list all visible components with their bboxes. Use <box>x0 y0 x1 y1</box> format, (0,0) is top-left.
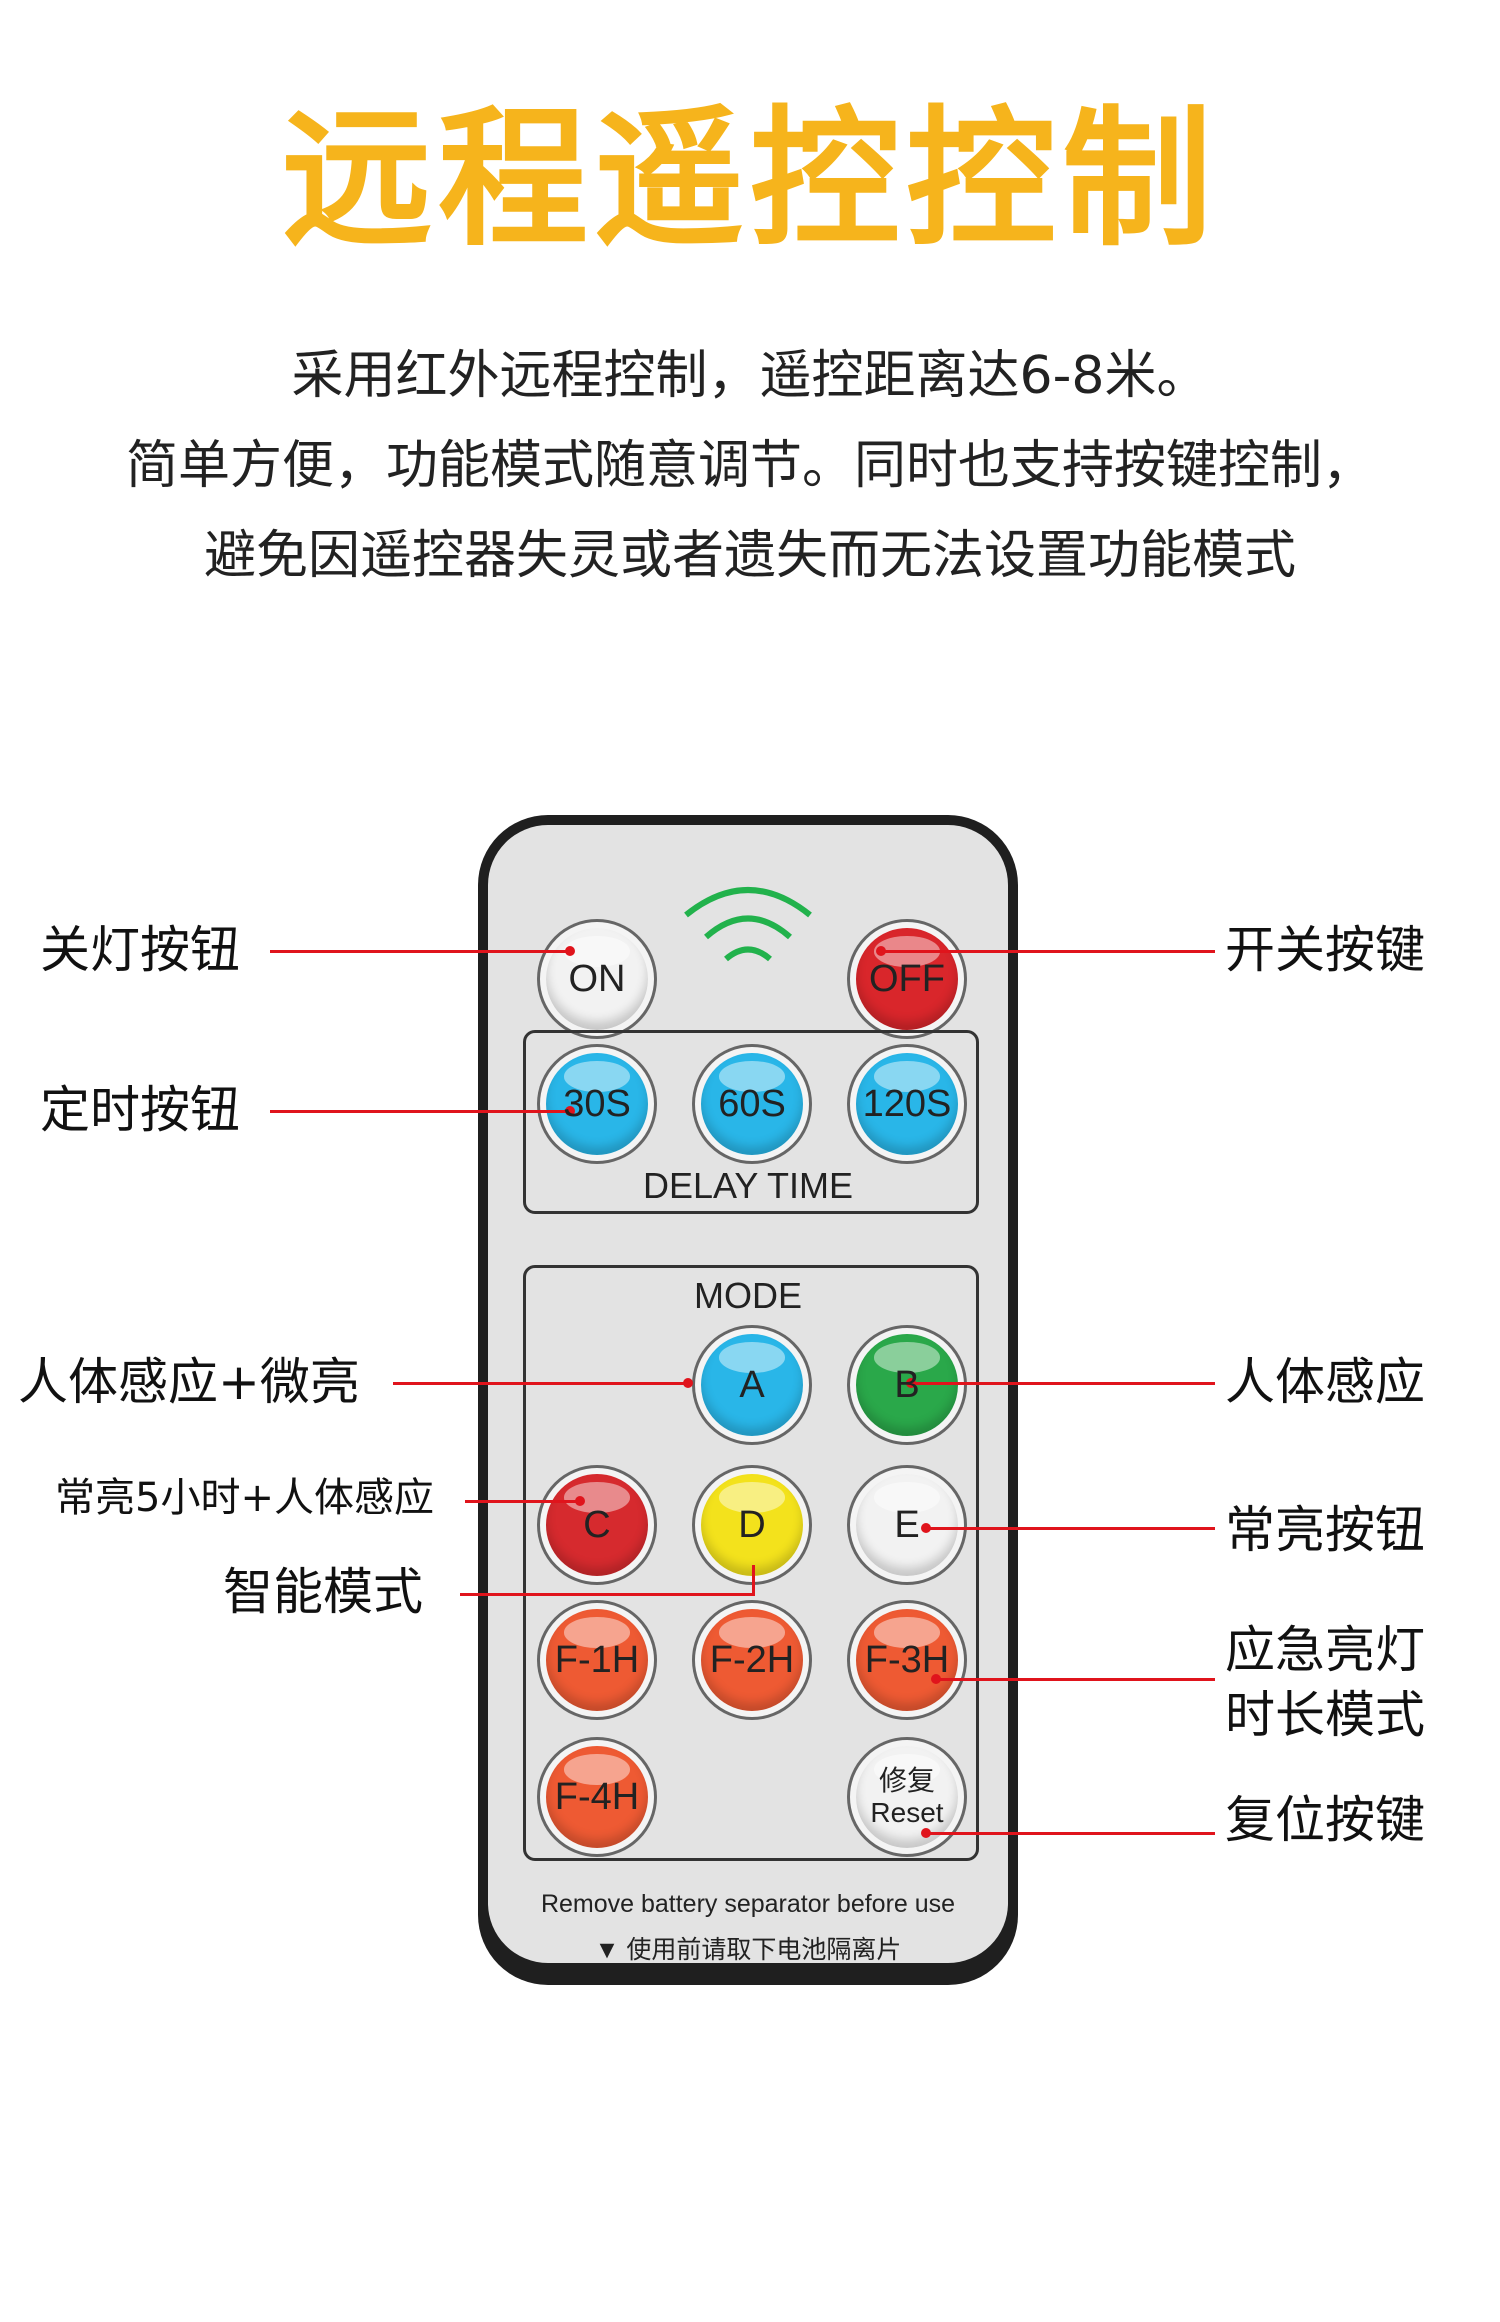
callout-mode-c: 常亮5小时+人体感应 <box>55 1475 434 1521</box>
mode-f4h-label: F-4H <box>554 1775 640 1818</box>
delay-60s-label: 60S <box>718 1082 786 1125</box>
callout-dot-e <box>921 1523 931 1533</box>
callout-dot-b <box>906 1378 916 1388</box>
mode-e-label: E <box>894 1503 920 1546</box>
mode-b-button[interactable]: B <box>850 1328 964 1442</box>
delay-60s-button[interactable]: 60S <box>695 1047 809 1161</box>
callout-dot-emergency <box>931 1674 941 1684</box>
off-button-label: OFF <box>869 957 945 1000</box>
mode-panel <box>523 1265 979 1861</box>
callout-dot-off <box>876 946 886 956</box>
description-line-3: 避免因遥控器失灵或者遗失而无法设置功能模式 <box>203 526 1296 586</box>
callout-line-reset <box>925 1832 1215 1835</box>
callout-reset: 复位按键 <box>1225 1791 1425 1849</box>
callout-dot-c <box>575 1496 585 1506</box>
mode-a-label: A <box>739 1363 765 1406</box>
callout-off-button: 开关按键 <box>1225 921 1425 979</box>
remote-control: ON OFF 30S 60S 120S DELAY TIME MODE A B … <box>478 815 1018 1985</box>
description-line-1: 采用红外远程控制，遥控距离达6-8米。 <box>291 346 1209 406</box>
callout-line-emergency <box>935 1678 1215 1681</box>
callout-dot-delay <box>565 1106 575 1116</box>
reset-label-cn: 修复 <box>878 1764 935 1796</box>
mode-label: MODE <box>694 1275 802 1316</box>
description-line-2: 简单方便，功能模式随意调节。同时也支持按键控制， <box>125 436 1374 496</box>
callout-emergency-line1: 应急亮灯 <box>1225 1621 1425 1679</box>
mode-c-label: C <box>583 1503 611 1546</box>
callout-line-a <box>393 1382 688 1385</box>
mode-b-label: B <box>894 1363 920 1406</box>
mode-d-button[interactable]: D <box>695 1468 809 1582</box>
mode-f2h-button[interactable]: F-2H <box>695 1603 809 1717</box>
mode-f1h-button[interactable]: F-1H <box>540 1603 654 1717</box>
battery-note-en: Remove battery separator before use <box>540 1890 956 1918</box>
delay-120s-label: 120S <box>862 1082 952 1125</box>
mode-c-button[interactable]: C <box>540 1468 654 1582</box>
callout-dot-a <box>683 1378 693 1388</box>
remote-face: ON OFF 30S 60S 120S DELAY TIME MODE A B … <box>488 825 1008 1964</box>
callout-line-e <box>925 1527 1215 1530</box>
callout-line-c <box>465 1500 580 1503</box>
delay-time-label: DELAY TIME <box>642 1165 854 1206</box>
delay-120s-button[interactable]: 120S <box>850 1047 964 1161</box>
callout-emergency-line2: 时长模式 <box>1225 1686 1425 1744</box>
mode-f3h-label: F-3H <box>864 1638 950 1681</box>
callout-line-off <box>880 950 1215 953</box>
callout-dot-on <box>565 946 575 956</box>
callout-mode-e: 常亮按钮 <box>1225 1501 1425 1559</box>
mode-d-label: D <box>738 1503 766 1546</box>
callout-delay-buttons: 定时按钮 <box>40 1081 240 1139</box>
mode-f4h-button[interactable]: F-4H <box>540 1740 654 1854</box>
delay-panel <box>523 1030 979 1214</box>
mode-e-button[interactable]: E <box>850 1468 964 1582</box>
callout-line-d <box>460 1593 755 1596</box>
mode-f2h-label: F-2H <box>709 1638 795 1681</box>
page-title: 远程遥控控制 <box>281 93 1218 267</box>
callout-mode-d: 智能模式 <box>223 1563 423 1621</box>
on-button[interactable]: ON <box>540 922 654 1036</box>
off-button[interactable]: OFF <box>850 922 964 1036</box>
callout-line-on <box>270 950 570 953</box>
mode-a-button[interactable]: A <box>695 1328 809 1442</box>
callout-vline-d <box>752 1565 755 1596</box>
callout-line-b <box>910 1382 1215 1385</box>
mode-f3h-button[interactable]: F-3H <box>850 1603 964 1717</box>
reset-label-en: Reset <box>870 1797 944 1828</box>
mode-f1h-label: F-1H <box>554 1638 640 1681</box>
reset-button[interactable]: 修复 Reset <box>850 1740 964 1854</box>
callout-mode-a: 人体感应+微亮 <box>18 1353 360 1411</box>
signal-icon <box>684 887 812 962</box>
delay-30s-button[interactable]: 30S <box>540 1047 654 1161</box>
callout-on-button: 关灯按钮 <box>40 921 240 979</box>
callout-line-delay <box>270 1110 570 1113</box>
battery-note-cn: ▼ 使用前请取下电池隔离片 <box>594 1936 902 1964</box>
callout-mode-b: 人体感应 <box>1225 1353 1425 1411</box>
callout-dot-reset <box>921 1828 931 1838</box>
on-button-label: ON <box>568 957 626 1000</box>
delay-30s-label: 30S <box>563 1082 631 1125</box>
